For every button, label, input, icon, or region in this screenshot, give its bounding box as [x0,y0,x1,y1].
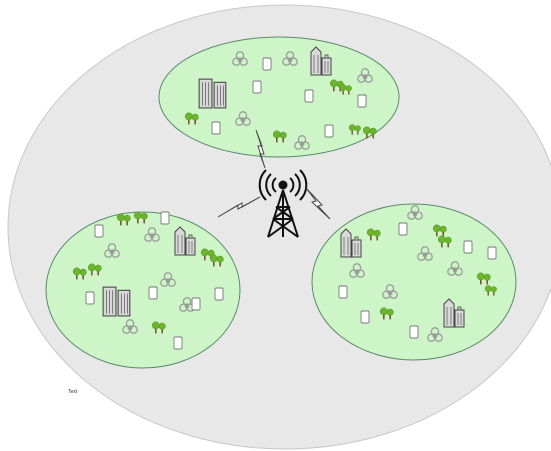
lightning-link-icon [255,129,266,169]
mobile-device-icon [148,286,158,300]
mobile-device-icon [463,240,473,254]
lightning-link-icon [305,187,331,220]
mobile-device-icon [360,310,370,324]
mobile-device-icon [324,124,334,138]
mobile-device-icon [487,246,497,260]
mobile-device-icon [85,291,95,305]
office-building-icon [102,286,131,317]
mobile-device-icon [398,222,408,236]
mobile-device-icon [262,57,272,71]
cluster-left [45,211,241,369]
mobile-device-icon [211,121,221,135]
mobile-device-icon [214,287,224,301]
mobile-device-icon [94,224,104,238]
mobile-device-icon [304,89,314,103]
text-label: Text [68,389,78,395]
mobile-device-icon [409,325,419,339]
mobile-device-icon [338,285,348,299]
mobile-device-icon [173,336,183,350]
mobile-device-icon [160,211,170,225]
lightning-link-icon [217,196,261,218]
mobile-device-icon [252,80,262,94]
mobile-device-icon [357,94,367,108]
radio-tower-icon [258,169,308,238]
mobile-device-icon [191,297,201,311]
